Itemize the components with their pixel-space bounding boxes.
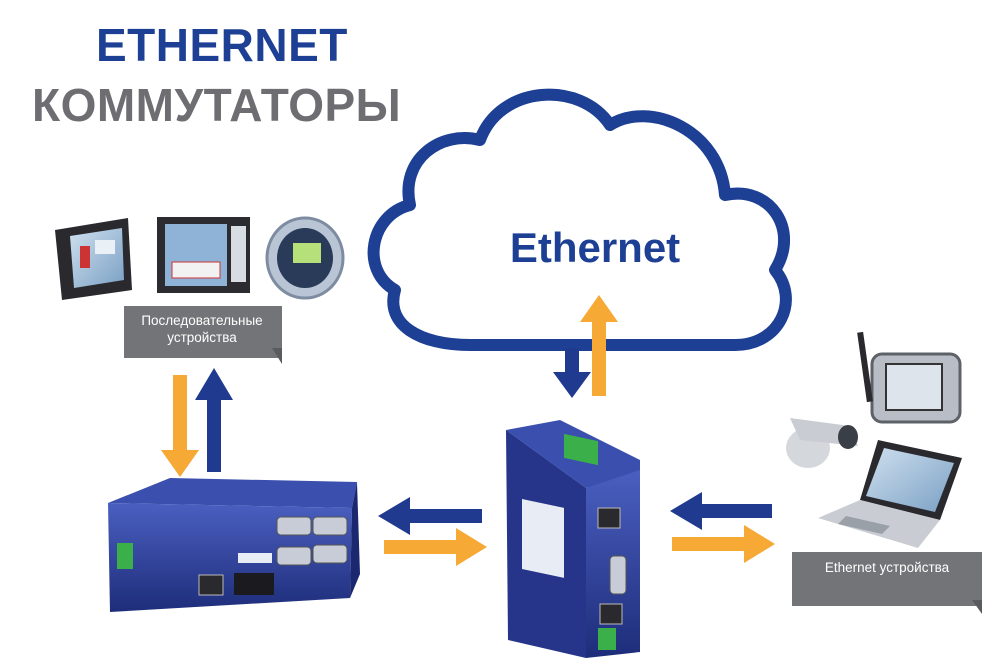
arrow-server-to-switch: [384, 528, 487, 566]
touch-panel-icon: [157, 217, 250, 293]
power-meter-icon: [265, 216, 345, 300]
laptop-icon: [818, 440, 962, 548]
arrow-devices-to-server: [161, 375, 199, 477]
industrial-switch-icon: [506, 420, 640, 658]
payment-terminal-icon: [857, 331, 962, 424]
callout-serial-shape: [124, 306, 282, 364]
arrow-cloud-to-switch: [553, 348, 591, 398]
arrow-switch-to-devices: [672, 525, 775, 563]
title-line-1: ETHERNET: [96, 19, 348, 71]
arrow-server-to-devices: [195, 368, 233, 472]
callout-serial-devices: Последовательные устройства: [141, 313, 263, 345]
title-line-2: КОММУТАТОРЫ: [32, 79, 402, 131]
arrow-switch-to-server: [378, 497, 482, 535]
callout-ethernet-shape: [792, 552, 982, 614]
arrow-devices-to-switch: [670, 492, 772, 530]
hmi-panel-icon: [55, 218, 132, 300]
arrow-switch-to-cloud: [580, 295, 618, 396]
cloud-icon: [367, 88, 792, 351]
serial-device-server-icon: [108, 478, 360, 612]
cloud-label: Ethernet: [509, 224, 681, 271]
callout-ethernet-devices: Ethernet устройства: [824, 560, 950, 575]
security-camera-icon: [786, 418, 858, 468]
